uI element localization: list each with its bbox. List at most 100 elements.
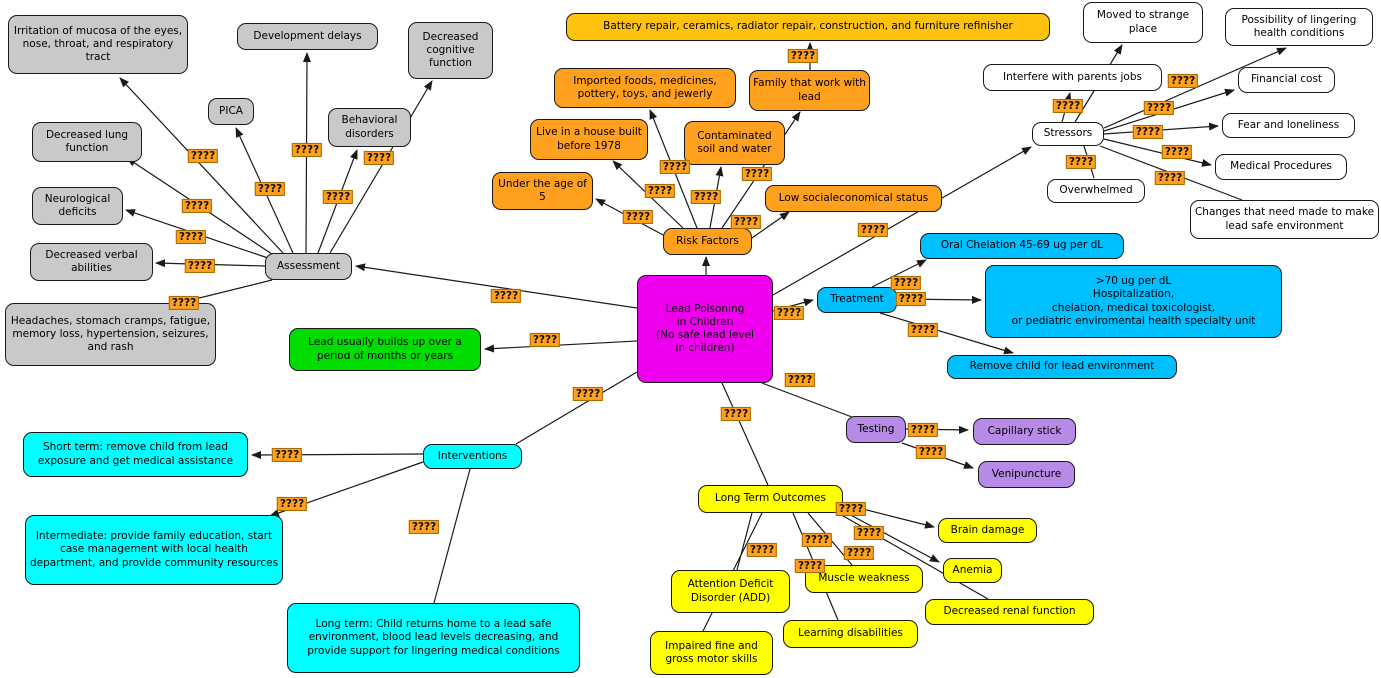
concept-assessment[interactable]: Assessment [265, 253, 352, 280]
concept-decreased-lung-function[interactable]: Decreased lung function [32, 122, 142, 162]
concept-capillary-stick[interactable]: Capillary stick [973, 418, 1076, 445]
link-label[interactable]: ???? [907, 422, 939, 438]
concept-muscle-weakness[interactable]: Muscle weakness [805, 565, 923, 593]
concept-financial-cost[interactable]: Financial cost [1238, 67, 1335, 93]
concept-decreased-cognitive-function[interactable]: Decreased cognitive function [408, 22, 493, 79]
link-label[interactable]: ???? [254, 181, 286, 197]
concept-overwhelmed[interactable]: Overwhelmed [1047, 179, 1145, 203]
link-label[interactable]: ???? [659, 159, 691, 175]
concept-treatment[interactable]: Treatment [817, 287, 897, 313]
concept-label: Interventions [437, 449, 508, 462]
link-label[interactable]: ???? [363, 150, 395, 166]
concept-interventions[interactable]: Interventions [423, 444, 522, 469]
concept-oral-chelation[interactable]: Oral Chelation 45-69 ug per dL [920, 233, 1124, 259]
link-label[interactable]: ???? [1132, 124, 1164, 140]
concept-stressors[interactable]: Stressors [1032, 122, 1104, 146]
link-label[interactable]: ???? [835, 501, 867, 517]
concept-headaches-symptoms[interactable]: Headaches, stomach cramps, fatigue, memo… [5, 303, 216, 366]
link-label[interactable]: ???? [572, 386, 604, 402]
link-label[interactable]: ???? [857, 222, 889, 238]
link-label[interactable]: ???? [1143, 100, 1175, 116]
concept-remove-child-lead-environment[interactable]: Remove child for lead environment [947, 355, 1177, 379]
concept-long-term-intervention[interactable]: Long term: Child returns home to a lead … [287, 603, 580, 673]
link-label[interactable]: ???? [184, 258, 216, 274]
link-label[interactable]: ???? [271, 447, 303, 463]
concept-risk-factors[interactable]: Risk Factors [663, 228, 752, 255]
link-label[interactable]: ???? [181, 198, 213, 214]
link-label[interactable]: ???? [322, 189, 354, 205]
link-label[interactable]: ???? [784, 372, 816, 388]
concept-label: Development delays [253, 29, 362, 42]
concept-fear-and-loneliness[interactable]: Fear and loneliness [1222, 113, 1355, 138]
concept-learning-disabilities[interactable]: Learning disabilities [783, 620, 918, 648]
concept-interfere-parents-jobs[interactable]: Interfere with parents jobs [983, 64, 1162, 91]
concept-family-work-with-lead[interactable]: Family that work with lead [749, 70, 870, 111]
link-label[interactable]: ???? [529, 332, 561, 348]
concept-contaminated-soil-water[interactable]: Contaminated soil and water [684, 121, 785, 165]
concept-behavioral-disorders[interactable]: Behavioral disorders [328, 108, 411, 147]
concept-label: >70 ug per dL Hospitalization, chelation… [1011, 275, 1256, 327]
link-label[interactable]: ???? [730, 214, 762, 230]
link-label[interactable]: ???? [168, 295, 200, 311]
concept-label: Short term: remove child from lead expos… [37, 441, 234, 467]
concept-medical-procedures[interactable]: Medical Procedures [1215, 154, 1347, 180]
concept-irritation-mucosa[interactable]: Irritation of mucosa of the eyes, nose, … [8, 15, 188, 74]
concept-impaired-motor-skills[interactable]: Impaired fine and gross motor skills [650, 631, 773, 675]
edge-line [842, 510, 940, 563]
concept-pica[interactable]: PICA [208, 98, 254, 125]
link-label[interactable]: ???? [644, 183, 676, 199]
concept-house-before-1978[interactable]: Live in a house built before 1978 [530, 119, 648, 160]
concept-intermediate-intervention[interactable]: Intermediate: provide family education, … [25, 515, 283, 585]
link-label[interactable]: ???? [801, 532, 833, 548]
link-label[interactable]: ???? [1154, 170, 1186, 186]
link-label[interactable]: ???? [1167, 73, 1199, 89]
concept-testing[interactable]: Testing [846, 416, 906, 443]
concept-venipuncture[interactable]: Venipuncture [978, 461, 1075, 488]
link-label[interactable]: ???? [794, 558, 826, 574]
link-label[interactable]: ???? [907, 322, 939, 338]
link-label[interactable]: ???? [890, 275, 922, 291]
link-label[interactable]: ???? [895, 291, 927, 307]
link-label[interactable]: ???? [720, 406, 752, 422]
link-label[interactable]: ???? [1065, 154, 1097, 170]
concept-development-delays[interactable]: Development delays [237, 23, 378, 50]
link-label[interactable]: ???? [741, 166, 773, 182]
link-label[interactable]: ???? [291, 142, 323, 158]
concept-hospitalization-70[interactable]: >70 ug per dL Hospitalization, chelation… [985, 265, 1282, 338]
concept-low-socioeconomic-status[interactable]: Low socialeconomical status [765, 185, 942, 212]
concept-imported-goods[interactable]: Imported foods, medicines, pottery, toys… [554, 68, 736, 108]
link-label[interactable]: ???? [915, 444, 947, 460]
concept-attention-deficit-disorder[interactable]: Attention Deficit Disorder (ADD) [671, 570, 790, 613]
concept-neurological-deficits[interactable]: Neurological deficits [32, 187, 123, 225]
link-label[interactable]: ???? [746, 542, 778, 558]
concept-brain-damage[interactable]: Brain damage [938, 518, 1037, 543]
concept-label: Impaired fine and gross motor skills [665, 639, 758, 665]
concept-decreased-renal-function[interactable]: Decreased renal function [925, 599, 1094, 625]
link-label[interactable]: ???? [773, 305, 805, 321]
concept-label: Learning disabilities [798, 627, 903, 640]
link-label[interactable]: ???? [276, 496, 308, 512]
concept-moved-to-strange-place[interactable]: Moved to strange place [1083, 2, 1203, 43]
concept-lead-builds-up[interactable]: Lead usually builds up over a period of … [289, 328, 481, 371]
concept-under-age-5[interactable]: Under the age of 5 [492, 172, 593, 210]
link-label[interactable]: ???? [843, 545, 875, 561]
concept-short-term-intervention[interactable]: Short term: remove child from lead expos… [23, 432, 248, 477]
concept-lingering-health-conditions[interactable]: Possibility of lingering health conditio… [1225, 8, 1373, 46]
link-label[interactable]: ???? [187, 148, 219, 164]
concept-lead-poisoning-in-children[interactable]: Lead Poisoning in Children (No safe lead… [637, 275, 773, 383]
link-label[interactable]: ???? [622, 209, 654, 225]
link-label[interactable]: ???? [408, 519, 440, 535]
link-label[interactable]: ???? [787, 48, 819, 64]
link-label[interactable]: ???? [1161, 144, 1193, 160]
concept-long-term-outcomes[interactable]: Long Term Outcomes [698, 485, 843, 513]
link-label[interactable]: ???? [490, 288, 522, 304]
link-label[interactable]: ???? [175, 229, 207, 245]
link-label[interactable]: ???? [1052, 98, 1084, 114]
concept-lead-safe-environment-changes[interactable]: Changes that need made to make lead safe… [1190, 200, 1379, 239]
concept-decreased-verbal-abilities[interactable]: Decreased verbal abilities [30, 243, 153, 281]
concept-anemia[interactable]: Anemia [943, 558, 1002, 583]
concept-battery-repair-occupations[interactable]: Battery repair, ceramics, radiator repai… [566, 13, 1050, 41]
link-label[interactable]: ???? [690, 189, 722, 205]
link-label[interactable]: ???? [853, 525, 885, 541]
